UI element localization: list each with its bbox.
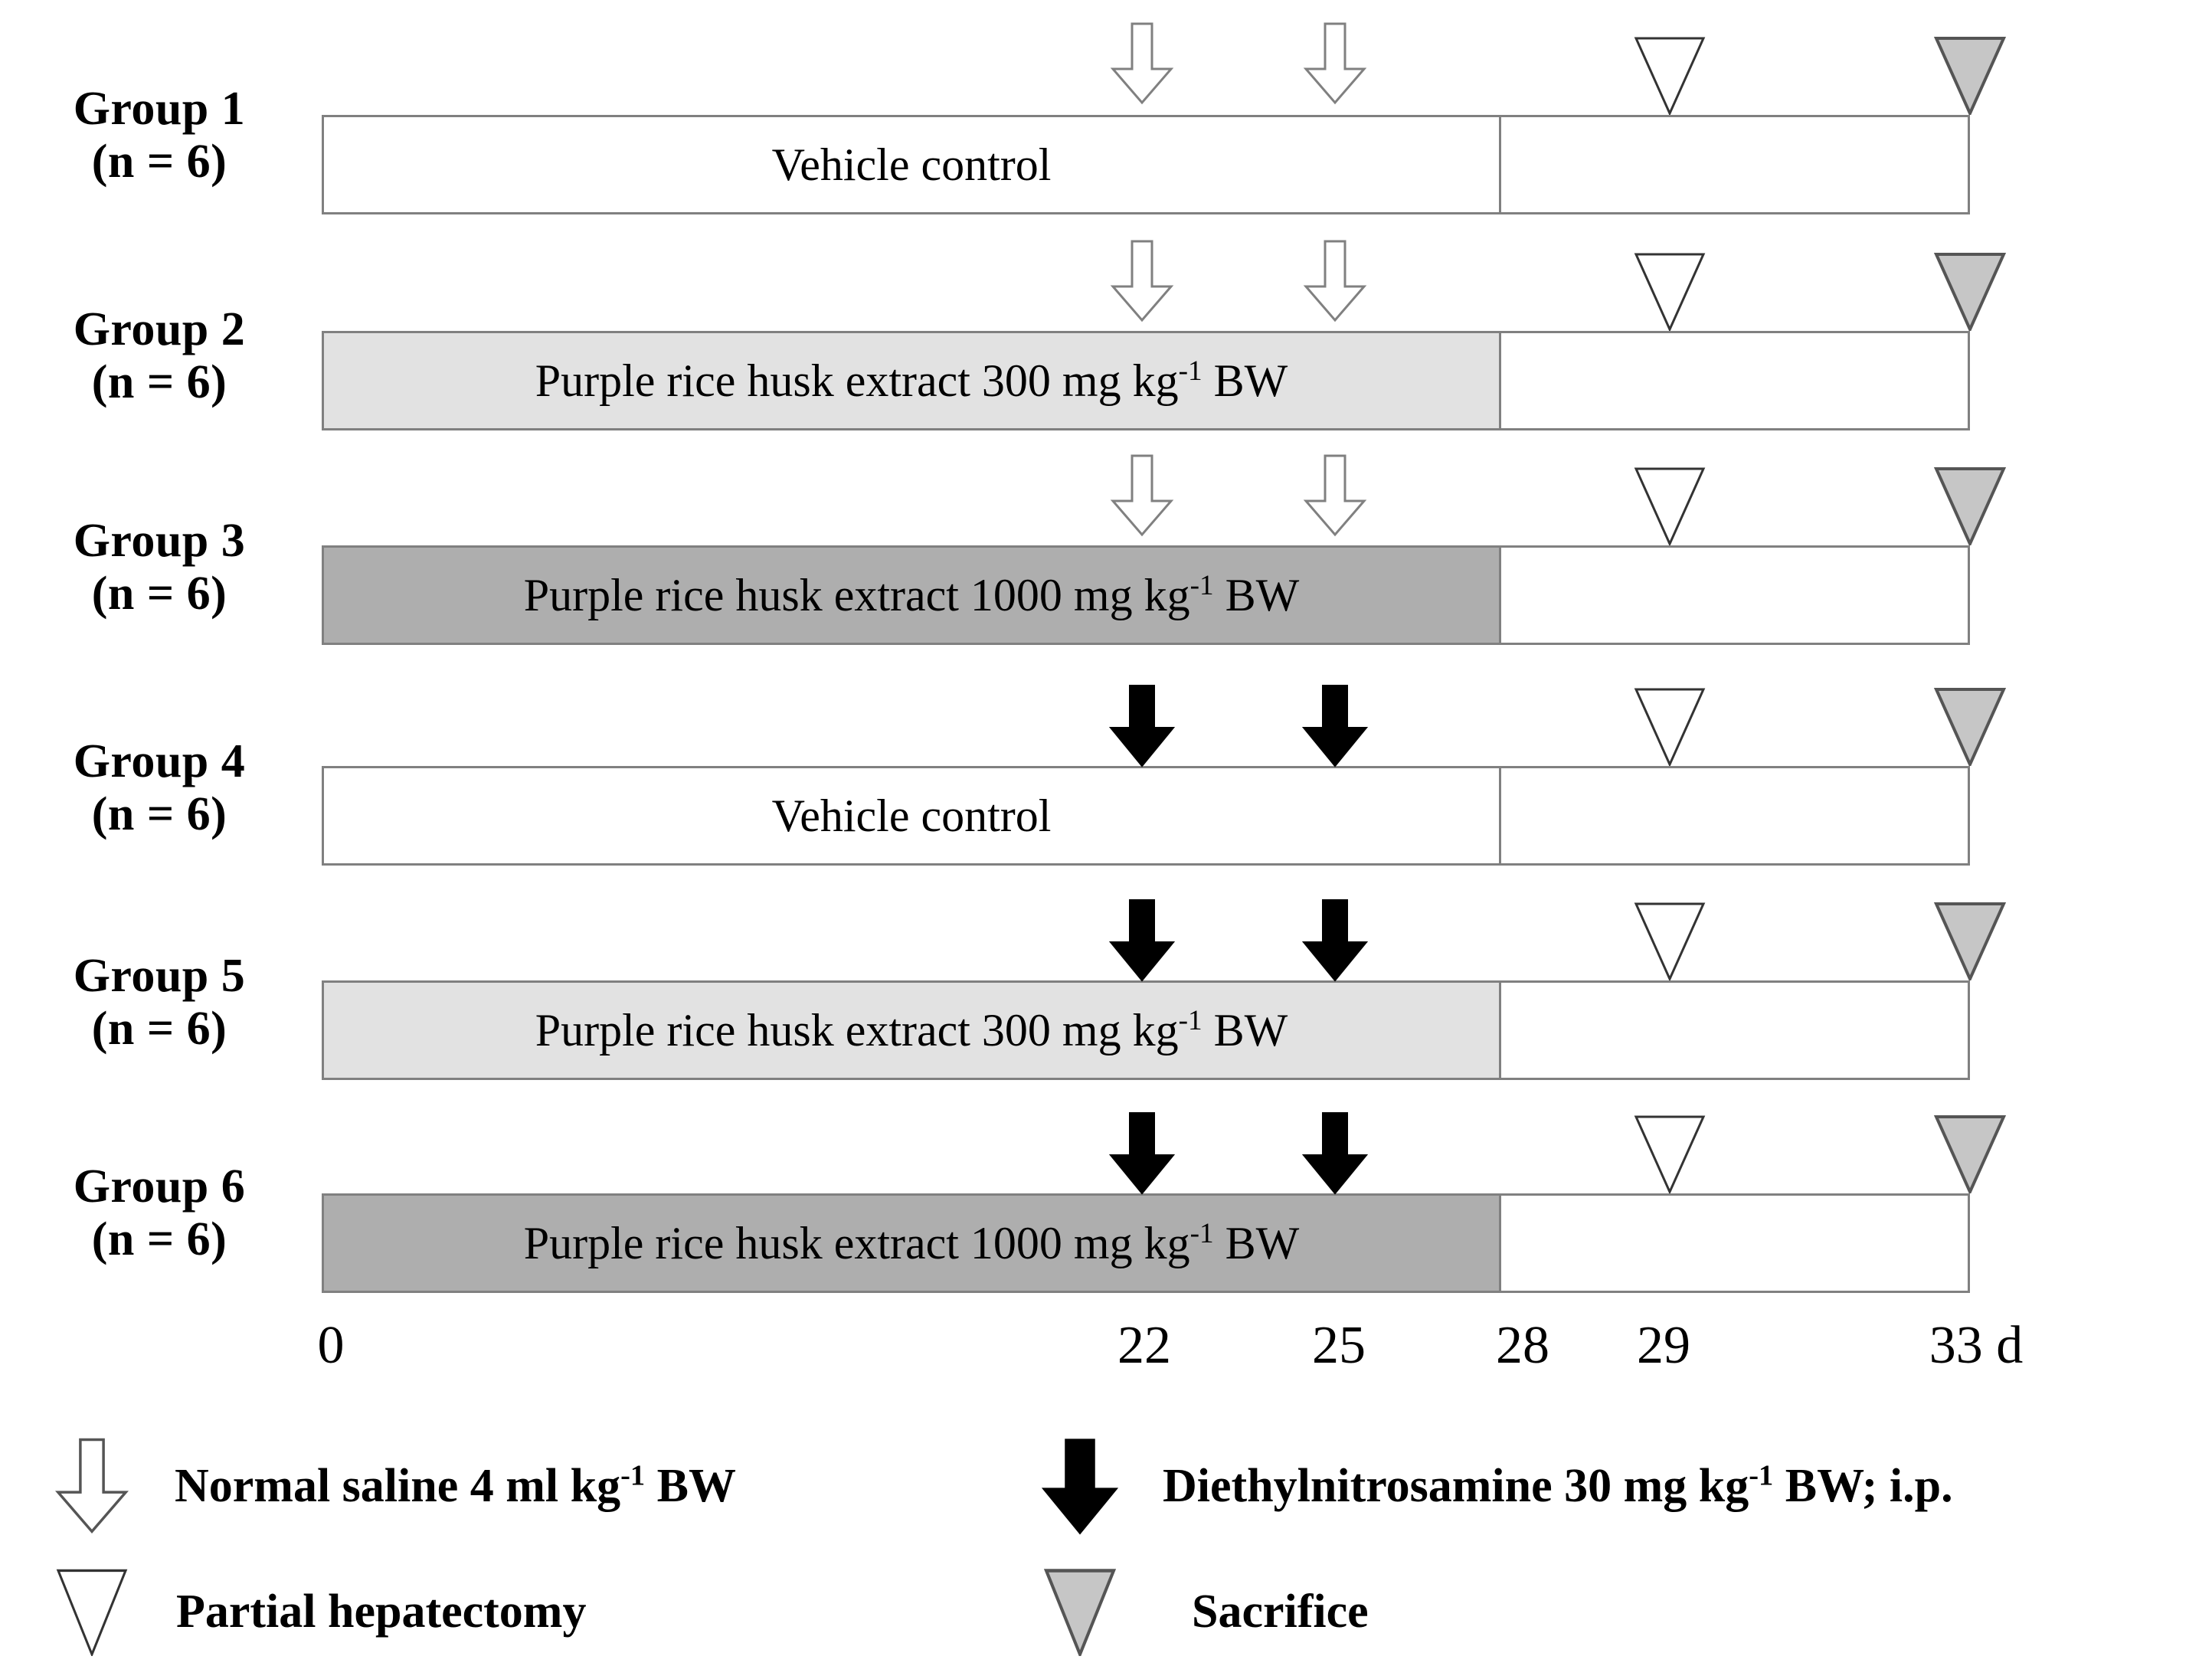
treatment-bar-row-4: Vehicle control (322, 766, 1970, 866)
sacrifice-triangle-group3[interactable] (1933, 466, 2007, 545)
den-arrow-day25-group6[interactable] (1302, 1111, 1368, 1195)
group-name-5: Group 5 (73, 950, 246, 1002)
axis-tick-25: 25 (1312, 1316, 1366, 1375)
treatment-bar-row-1: Vehicle control (322, 115, 1970, 214)
legend-label-normal-saline: Normal saline 4 ml kg-1 BW (175, 1459, 736, 1512)
legend-label-diethylnitrosamine: Diethylnitrosamine 30 mg kg-1 BW; i.p. (1163, 1459, 1953, 1512)
group-label-2: Group 2 (n = 6) (14, 303, 305, 410)
hollow-triangle-icon (55, 1567, 129, 1656)
normal-saline-arrow-day25-group2[interactable] (1302, 239, 1368, 323)
den-arrow-day22-group4[interactable] (1109, 683, 1175, 768)
solid-arrow-icon (1042, 1437, 1118, 1535)
axis-tick-0: 0 (317, 1316, 345, 1375)
post-treatment-bar-3[interactable] (1501, 545, 1970, 645)
treatment-bar-row-5: Purple rice husk extract 300 mg kg-1 BW (322, 980, 1970, 1080)
normal-saline-arrow-day22-group3[interactable] (1109, 453, 1175, 538)
treatment-bar-row-6: Purple rice husk extract 1000 mg kg-1 BW (322, 1193, 1970, 1293)
axis-tick-22: 22 (1117, 1316, 1171, 1375)
den-arrow-day25-group5[interactable] (1302, 898, 1368, 982)
group-n-6: (n = 6) (91, 1213, 227, 1266)
partial-hepatectomy-triangle-group2[interactable] (1633, 251, 1706, 331)
partial-hepatectomy-triangle-group1[interactable] (1633, 35, 1706, 115)
group-name-1: Group 1 (73, 83, 246, 135)
group-name-4: Group 4 (73, 735, 246, 787)
normal-saline-arrow-day25-group1[interactable] (1302, 21, 1368, 106)
treatment-bar-2[interactable]: Purple rice husk extract 300 mg kg-1 BW (322, 331, 1501, 430)
legend-item-partial-hepatectomy: Partial hepatectomy (55, 1567, 586, 1656)
treatment-bar-row-2: Purple rice husk extract 300 mg kg-1 BW (322, 331, 1970, 430)
group-n-2: (n = 6) (91, 356, 227, 409)
sacrifice-triangle-group6[interactable] (1933, 1114, 2007, 1193)
post-treatment-bar-2[interactable] (1501, 331, 1970, 430)
sacrifice-triangle-group5[interactable] (1933, 901, 2007, 980)
group-n-4: (n = 6) (91, 788, 227, 841)
normal-saline-arrow-day22-group1[interactable] (1109, 21, 1175, 106)
legend-item-diethylnitrosamine: Diethylnitrosamine 30 mg kg-1 BW; i.p. (1042, 1437, 1953, 1535)
treatment-label-3: Purple rice husk extract 1000 mg kg-1 BW (523, 570, 1300, 620)
post-treatment-bar-4[interactable] (1501, 766, 1970, 866)
group-name-3: Group 3 (73, 515, 246, 567)
group-name-2: Group 2 (73, 303, 246, 355)
axis-tick-33: 33 d (1929, 1316, 2024, 1375)
axis-tick-28: 28 (1496, 1316, 1549, 1375)
partial-hepatectomy-triangle-group5[interactable] (1633, 901, 1706, 980)
treatment-label-4: Vehicle control (771, 790, 1052, 841)
normal-saline-arrow-day25-group3[interactable] (1302, 453, 1368, 538)
group-n-1: (n = 6) (91, 136, 227, 188)
group-label-3: Group 3 (n = 6) (14, 515, 305, 621)
treatment-label-2: Purple rice husk extract 300 mg kg-1 BW (535, 355, 1288, 406)
treatment-label-1: Vehicle control (771, 139, 1052, 190)
gray-triangle-icon (1043, 1567, 1117, 1656)
treatment-bar-4[interactable]: Vehicle control (322, 766, 1501, 866)
den-arrow-day25-group4[interactable] (1302, 683, 1368, 768)
normal-saline-arrow-day22-group2[interactable] (1109, 239, 1175, 323)
post-treatment-bar-5[interactable] (1501, 980, 1970, 1080)
partial-hepatectomy-triangle-group3[interactable] (1633, 466, 1706, 545)
legend-item-sacrifice: Sacrifice (1043, 1567, 1369, 1656)
treatment-bar-6[interactable]: Purple rice husk extract 1000 mg kg-1 BW (322, 1193, 1501, 1293)
group-label-5: Group 5 (n = 6) (14, 950, 305, 1056)
group-label-4: Group 4 (n = 6) (14, 735, 305, 842)
sacrifice-triangle-group4[interactable] (1933, 686, 2007, 766)
treatment-label-6: Purple rice husk extract 1000 mg kg-1 BW (523, 1218, 1300, 1268)
treatment-bar-3[interactable]: Purple rice husk extract 1000 mg kg-1 BW (322, 545, 1501, 645)
partial-hepatectomy-triangle-group4[interactable] (1633, 686, 1706, 766)
legend-label-partial-hepatectomy: Partial hepatectomy (176, 1586, 587, 1638)
group-n-5: (n = 6) (91, 1003, 227, 1056)
post-treatment-bar-1[interactable] (1501, 115, 1970, 214)
group-name-6: Group 6 (73, 1160, 246, 1213)
group-n-3: (n = 6) (91, 568, 227, 620)
group-label-6: Group 6 (n = 6) (14, 1160, 305, 1267)
sacrifice-triangle-group1[interactable] (1933, 35, 2007, 115)
den-arrow-day22-group5[interactable] (1109, 898, 1175, 982)
treatment-bar-1[interactable]: Vehicle control (322, 115, 1501, 214)
axis-tick-29: 29 (1637, 1316, 1690, 1375)
sacrifice-triangle-group2[interactable] (1933, 251, 2007, 331)
treatment-bar-row-3: Purple rice husk extract 1000 mg kg-1 BW (322, 545, 1970, 645)
legend-label-sacrifice: Sacrifice (1192, 1586, 1369, 1638)
partial-hepatectomy-triangle-group6[interactable] (1633, 1114, 1706, 1193)
den-arrow-day22-group6[interactable] (1109, 1111, 1175, 1195)
hollow-arrow-icon (54, 1437, 130, 1535)
group-label-1: Group 1 (n = 6) (14, 83, 305, 189)
post-treatment-bar-6[interactable] (1501, 1193, 1970, 1293)
treatment-label-5: Purple rice husk extract 300 mg kg-1 BW (535, 1005, 1288, 1056)
treatment-bar-5[interactable]: Purple rice husk extract 300 mg kg-1 BW (322, 980, 1501, 1080)
legend-item-normal-saline: Normal saline 4 ml kg-1 BW (54, 1437, 736, 1535)
